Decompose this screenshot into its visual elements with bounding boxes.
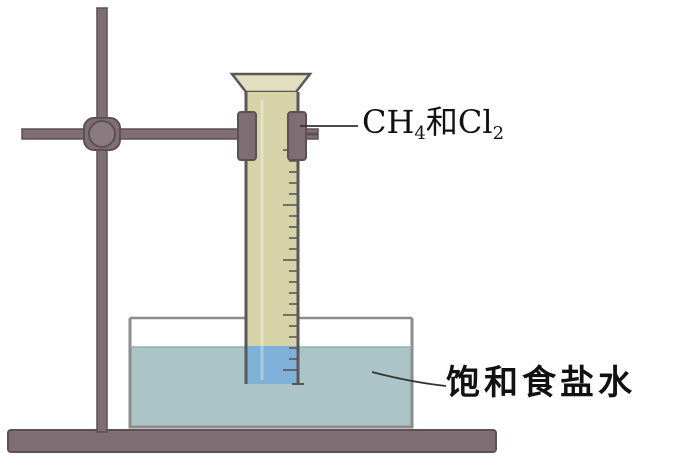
cylinder-base — [229, 72, 313, 94]
gas-subscript-4: 4 — [414, 123, 426, 144]
cylinder-water — [246, 346, 298, 384]
trough-wall — [128, 318, 414, 429]
gas-label: CH4和Cl2 — [362, 106, 504, 143]
boss-head — [83, 117, 121, 151]
liquid-leader-line — [371, 371, 447, 387]
stand-base — [7, 429, 497, 453]
clamp-jaw-left — [237, 111, 257, 161]
gas-subscript-2: 2 — [492, 123, 505, 144]
cylinder-clamp — [237, 111, 318, 161]
clamp-jaw-right — [287, 111, 307, 161]
gas-connector: 和 — [425, 103, 458, 141]
stand-rod — [96, 7, 108, 433]
gas-formula-cl: Cl — [457, 103, 493, 141]
gas-formula-ch: CH — [362, 103, 415, 141]
liquid-label: 饱和食盐水 — [446, 363, 636, 403]
